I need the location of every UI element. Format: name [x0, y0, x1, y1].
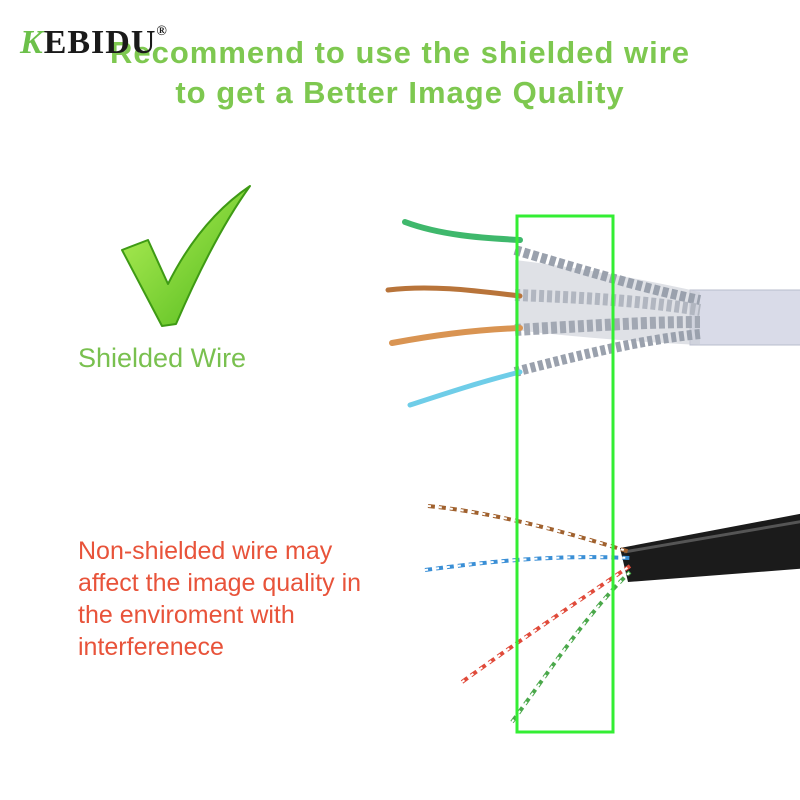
non-shielded-warning: Non-shielded wire may affect the image q… — [78, 537, 362, 661]
non-shielded-cable — [424, 504, 800, 724]
shielded-wire-label: Shielded Wire — [78, 343, 247, 373]
logo-trademark: ® — [156, 24, 168, 39]
headline-line-2: to get a Better Image Quality — [175, 75, 625, 110]
brand-logo: KEBIDU® — [20, 24, 168, 62]
headline: Recommend to use the shielded wire to ge… — [40, 33, 760, 113]
logo-initial: K — [20, 24, 44, 61]
check-mark-icon — [121, 185, 251, 327]
logo-text: EBIDU — [43, 24, 157, 61]
headline-line-1: Recommend to use the shielded wire — [109, 35, 691, 70]
shielded-cable — [385, 219, 800, 408]
comparison-highlight-box — [515, 214, 615, 734]
